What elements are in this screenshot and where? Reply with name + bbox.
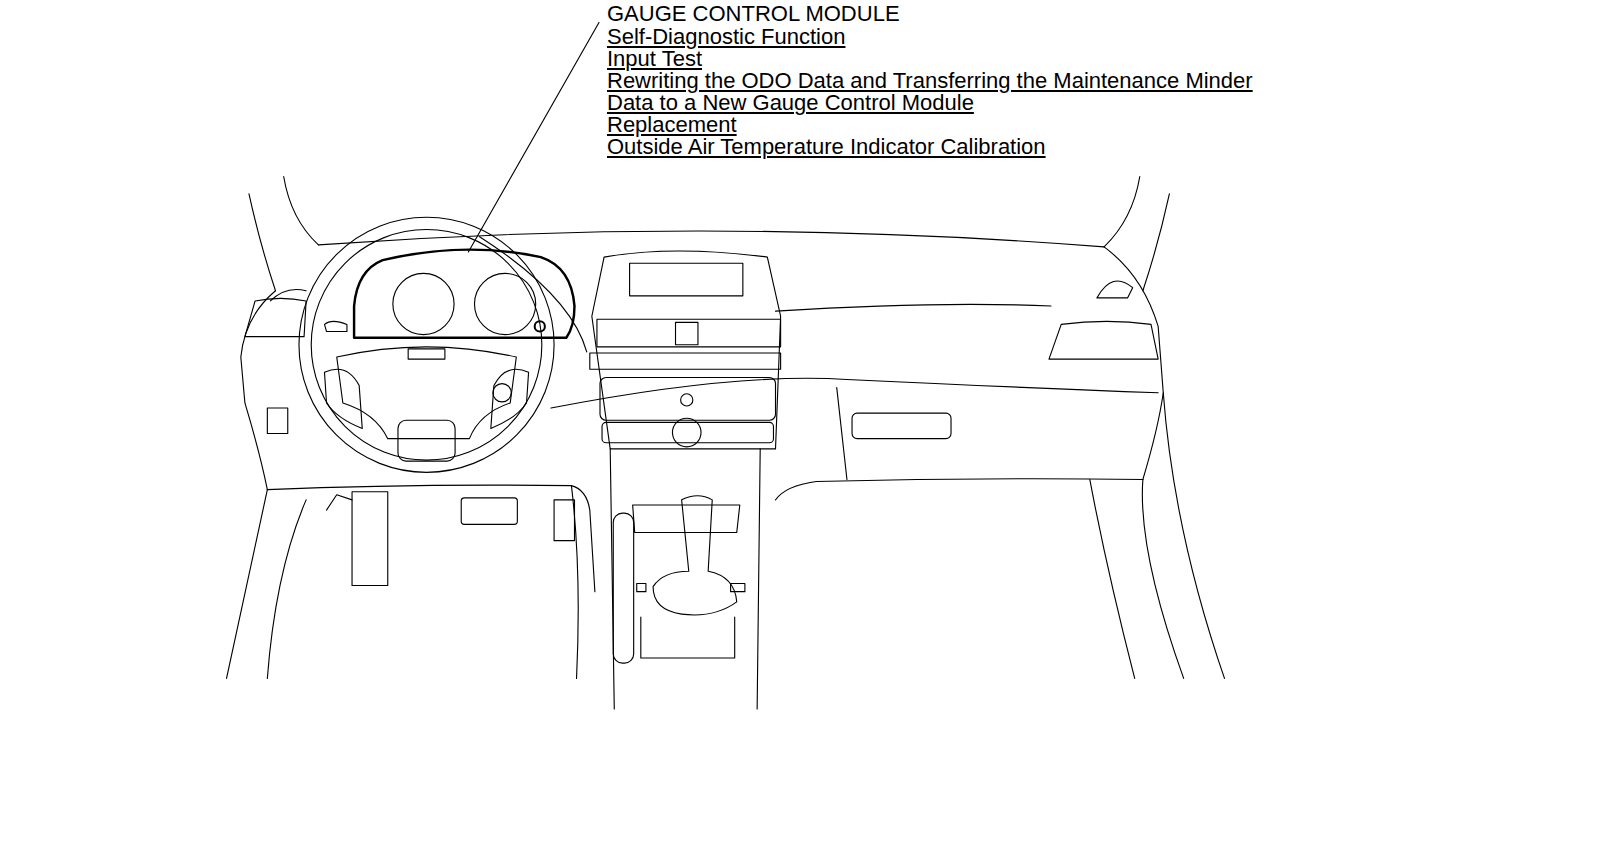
dashboard-edge xyxy=(480,237,587,352)
gauge-dial xyxy=(474,273,535,334)
knob xyxy=(681,394,693,406)
procedure-link: Self-Diagnostic Function xyxy=(607,26,845,48)
steering-hub xyxy=(337,347,517,439)
a-pillar xyxy=(284,176,319,244)
climate-panel xyxy=(600,377,776,420)
air-vent xyxy=(1049,321,1158,359)
switch xyxy=(731,584,745,592)
dashboard-edge xyxy=(241,291,276,490)
steering-wheel xyxy=(299,217,554,472)
gauge-dial xyxy=(393,273,454,334)
switch xyxy=(267,408,287,434)
steering-spoke xyxy=(324,369,362,428)
display-screen xyxy=(630,263,743,296)
steering-wheel xyxy=(311,230,542,461)
dashboard-edge xyxy=(318,231,1104,247)
dashboard-edge xyxy=(267,485,595,592)
procedure-link: Outside Air Temperature Indicator Calibr… xyxy=(607,136,1046,158)
air-vent xyxy=(270,289,306,300)
dashboard-edge xyxy=(551,378,1158,408)
stalk xyxy=(324,321,346,331)
procedure-link: Replacement xyxy=(607,114,737,136)
console-tray xyxy=(633,505,740,533)
air-vent xyxy=(245,298,306,336)
a-pillar xyxy=(249,194,276,291)
floor-line xyxy=(1090,479,1135,678)
procedure-link: Input Test xyxy=(607,48,702,70)
accelerator-pedal xyxy=(554,500,574,541)
brake-pedal xyxy=(461,498,517,525)
footrest xyxy=(352,492,388,586)
a-pillar xyxy=(1143,194,1170,291)
air-vent xyxy=(1097,281,1133,298)
floor-line xyxy=(1142,479,1183,678)
horn-emblem xyxy=(408,349,445,359)
steering-hub xyxy=(398,420,455,461)
floor-line xyxy=(227,490,268,679)
select-reset-knob xyxy=(535,321,545,331)
floor-line xyxy=(1163,393,1224,679)
ignition-switch xyxy=(493,384,511,402)
console-box xyxy=(641,617,735,658)
center-stack xyxy=(592,251,781,449)
knob xyxy=(672,418,701,447)
part-name: GAUGE CONTROL MODULE xyxy=(607,3,900,25)
procedure-link: Rewriting the ODO Data and Transferring … xyxy=(607,70,1287,114)
glove-box-edge xyxy=(837,388,847,480)
glove-box-handle xyxy=(852,413,951,439)
parking-brake-lever xyxy=(613,513,633,663)
shift-lever xyxy=(653,496,737,615)
gauge-control-module xyxy=(354,250,574,338)
dashboard-edge xyxy=(776,479,1143,500)
steering-spoke xyxy=(491,369,529,428)
audio-panel xyxy=(590,353,781,369)
climate-panel xyxy=(602,422,773,442)
pedal-detail xyxy=(327,495,353,510)
floor-line xyxy=(267,500,306,679)
switch xyxy=(637,584,646,592)
center-vents xyxy=(597,319,781,347)
a-pillar xyxy=(1104,176,1140,246)
console-edge xyxy=(757,449,760,709)
leader-line xyxy=(468,22,599,252)
dashboard-edge xyxy=(776,304,1052,311)
hazard-switch xyxy=(676,322,698,344)
